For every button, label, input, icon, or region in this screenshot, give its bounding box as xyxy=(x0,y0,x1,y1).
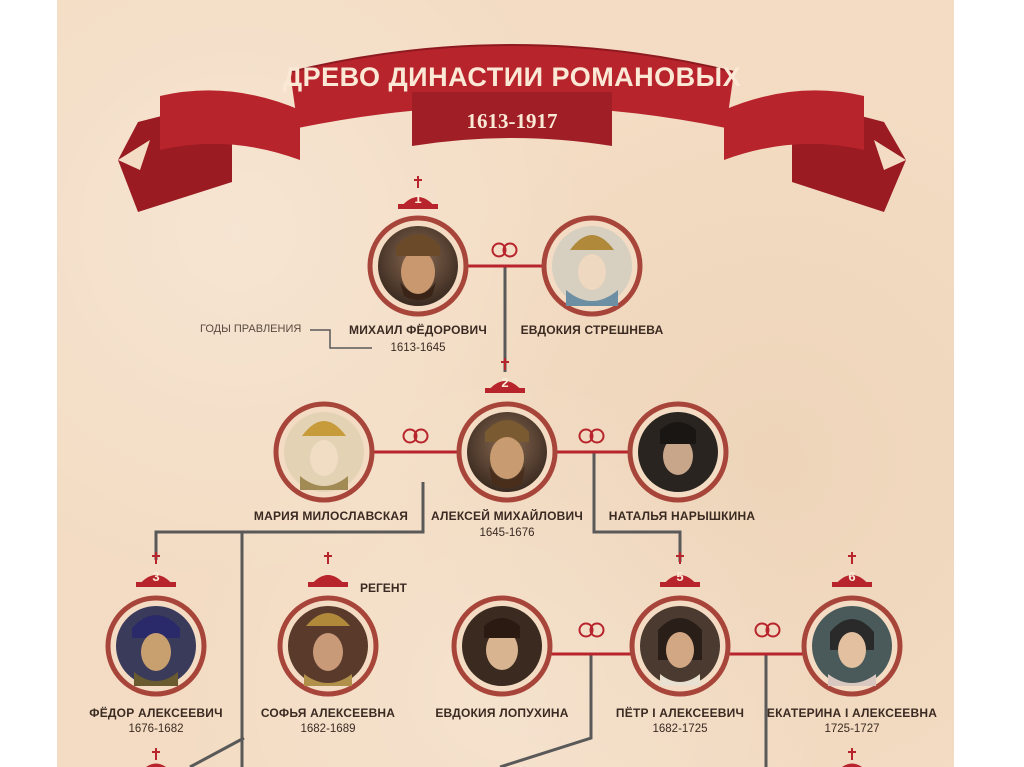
crown-icon xyxy=(308,552,348,587)
dynasty-years: 1613-1917 xyxy=(467,109,558,133)
person-name-fedor: ФЁДОР АЛЕКСЕЕВИЧ xyxy=(89,706,223,720)
person-name-evdokia-streshneva: ЕВДОКИЯ СТРЕШНЕВА xyxy=(520,323,664,337)
person-years-fedor: 1676-1682 xyxy=(128,723,184,735)
person-name-evdokia-lopukhina: ЕВДОКИЯ ЛОПУХИНА xyxy=(435,706,569,720)
portrait-fedor xyxy=(105,595,207,697)
crown-icon: 2 xyxy=(485,358,525,393)
regent-label: РЕГЕНТ xyxy=(360,581,407,595)
person-name-petr: ПЁТР I АЛЕКСЕЕВИЧ xyxy=(615,706,745,720)
portraits xyxy=(105,215,903,697)
portrait-alexei xyxy=(456,401,558,503)
lineage-lines xyxy=(154,266,768,767)
person-name-natalia: НАТАЛЬЯ НАРЫШКИНА xyxy=(608,509,756,523)
person-years-mikhail: 1613-1645 xyxy=(390,342,446,354)
crown-icon xyxy=(146,748,166,767)
order-number: 2 xyxy=(501,375,508,390)
crown-icon: 6 xyxy=(832,552,872,587)
legend-pointer xyxy=(310,329,372,349)
person-years-alexei: 1645-1676 xyxy=(479,527,535,539)
marriage-lines xyxy=(370,264,808,656)
order-number: 1 xyxy=(414,191,421,206)
order-number: 6 xyxy=(848,569,855,584)
title-ribbon xyxy=(118,44,906,212)
wedding-rings-icon xyxy=(402,242,781,638)
order-number: 5 xyxy=(676,569,683,584)
person-years-sofia: 1682-1689 xyxy=(300,723,356,735)
crown-markers: 1 2 3 5 xyxy=(136,176,872,767)
portrait-evdokia-streshneva xyxy=(541,215,643,317)
legend-reign-years: ГОДЫ ПРАВЛЕНИЯ xyxy=(200,323,302,335)
crown-icon: 5 xyxy=(660,552,700,587)
person-name-ekaterina: ЕКАТЕРИНА I АЛЕКСЕЕВНА xyxy=(766,706,938,720)
portrait-evdokia-lopukhina xyxy=(451,595,553,697)
portrait-sofia xyxy=(277,595,379,697)
crown-icon xyxy=(842,748,862,767)
person-name-alexei: АЛЕКСЕЙ МИХАЙЛОВИЧ xyxy=(430,509,584,523)
order-number: 3 xyxy=(152,569,159,584)
person-years-ekaterina: 1725-1727 xyxy=(824,723,880,735)
page-title: ДРЕВО ДИНАСТИИ РОМАНОВЫХ xyxy=(283,62,741,92)
portrait-ekaterina xyxy=(801,595,903,697)
portrait-maria-miloslavskaya xyxy=(273,401,375,503)
person-name-maria: МАРИЯ МИЛОСЛАВСКАЯ xyxy=(253,509,409,523)
person-years-petr: 1682-1725 xyxy=(652,723,708,735)
crown-icon: 3 xyxy=(136,552,176,587)
portrait-natalia-naryshkina xyxy=(627,401,729,503)
person-name-mikhail: МИХАИЛ ФЁДОРОВИЧ xyxy=(349,323,487,337)
portrait-petr xyxy=(629,595,731,697)
portrait-mikhail xyxy=(367,215,469,317)
person-name-sofia: СОФЬЯ АЛЕКСЕЕВНА xyxy=(260,706,396,720)
crown-icon: 1 xyxy=(398,176,438,209)
